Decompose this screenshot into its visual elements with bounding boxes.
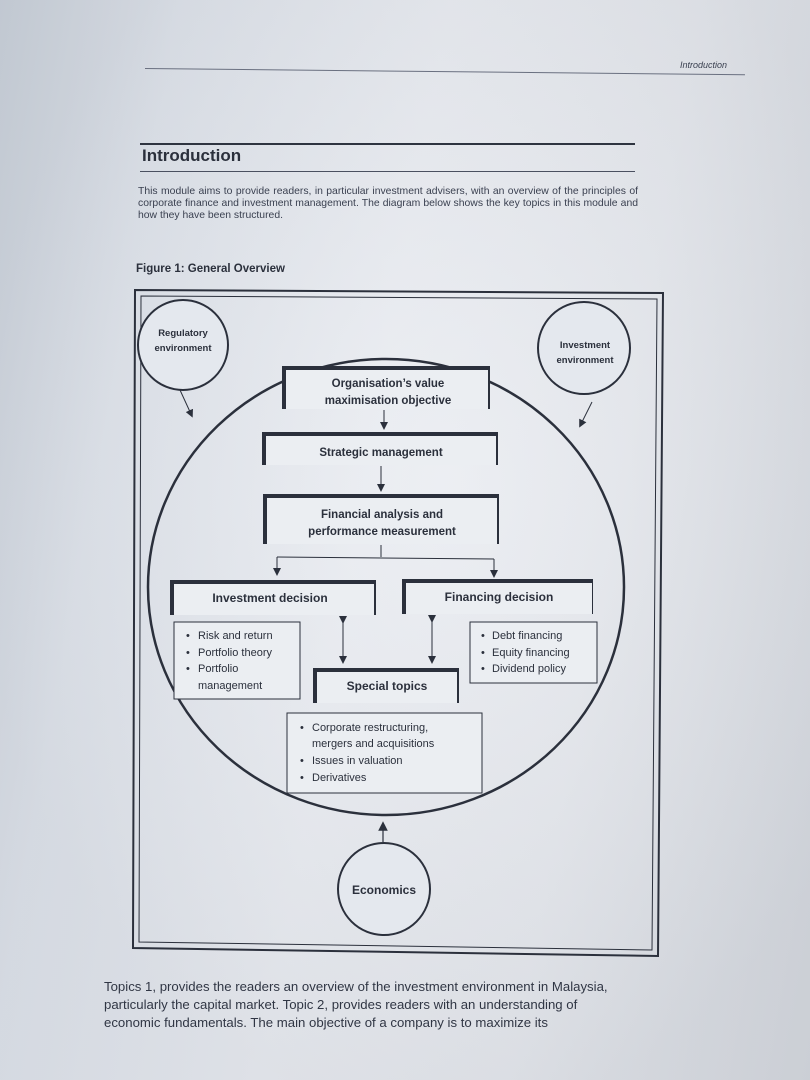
financial-analysis-line-2: performance measurement [308, 526, 456, 538]
economics-node: Economics [337, 842, 431, 936]
strategic-management-label: Strategic management [319, 447, 443, 459]
section-title: Introduction [142, 146, 242, 165]
running-head: Introduction [680, 60, 728, 70]
economics-label: Economics [352, 883, 416, 897]
svg-text:•: • [300, 722, 304, 734]
svg-text:•: • [300, 755, 304, 767]
value-objective-line-1: Organisation’s value [332, 378, 445, 390]
investment-environment-node: Investment environment [537, 301, 631, 395]
svg-text:•: • [481, 647, 485, 659]
financial-analysis-box: Financial analysis and performance measu… [263, 494, 499, 544]
value-objective-box: Organisation’s value maximisation object… [282, 366, 490, 409]
value-objective-line-2: maximisation objective [325, 395, 452, 407]
svg-text:•: • [186, 647, 190, 659]
investment-env-label-2: environment [556, 355, 614, 366]
special-bullet-3: Derivatives [312, 772, 367, 784]
financing-bullet-2: Equity financing [492, 647, 570, 659]
investment-decision-box: Investment decision [170, 580, 376, 615]
special-bullet-1: Corporate restructuring, [312, 722, 428, 734]
special-topics-box: Special topics [313, 668, 459, 703]
investment-env-arrow [579, 401, 593, 428]
intro-paragraph: This module aims to provide readers, in … [138, 186, 638, 221]
svg-text:•: • [300, 772, 304, 784]
body-line-1: Topics 1, provides the readers an overvi… [104, 979, 608, 994]
section-rule-top [140, 143, 635, 145]
investment-bullet-2: Portfolio theory [198, 647, 272, 659]
svg-text:•: • [481, 663, 485, 675]
financial-analysis-line-1: Financial analysis and [321, 509, 443, 521]
figure-caption: Figure 1: General Overview [136, 263, 285, 275]
svg-text:•: • [186, 663, 190, 675]
regulatory-arrow [179, 389, 193, 418]
svg-text:•: • [186, 630, 190, 642]
regulatory-label-1: Regulatory [158, 328, 208, 339]
special-bullet-1-cont: mergers and acquisitions [312, 738, 435, 750]
body-paragraph: Topics 1, provides the readers an overvi… [104, 978, 664, 1032]
financing-decision-label: Financing decision [445, 590, 554, 604]
investment-bullet-3: Portfolio [198, 663, 238, 675]
financing-decision-box: Financing decision [402, 579, 593, 614]
special-topics-label: Special topics [347, 679, 428, 693]
special-bullet-2: Issues in valuation [312, 755, 403, 767]
section-rule-bottom [140, 171, 635, 172]
investment-decision-label: Investment decision [212, 591, 327, 605]
decision-split-connector [273, 545, 498, 578]
regulatory-environment-node: Regulatory environment [137, 299, 229, 391]
strategic-management-box: Strategic management [262, 432, 498, 465]
investment-bullet-1: Risk and return [198, 630, 273, 642]
body-line-2: particularly the capital market. Topic 2… [104, 997, 578, 1012]
main-circle [146, 357, 626, 817]
diagram-frame [131, 288, 665, 958]
body-line-3: economic fundamentals. The main objectiv… [104, 1015, 548, 1030]
financing-topics-box: • Debt financing • Equity financing • Di… [469, 621, 598, 684]
investment-topics-box: • Risk and return • Portfolio theory • P… [173, 621, 301, 700]
svg-text:•: • [481, 630, 485, 642]
regulatory-label-2: environment [154, 343, 212, 354]
investment-env-label-1: Investment [560, 340, 611, 351]
special-topics-bullets-box: • Corporate restructuring, mergers and a… [286, 712, 483, 794]
financing-bullet-3: Dividend policy [492, 663, 566, 675]
investment-bullet-3-cont: management [198, 680, 262, 692]
financing-bullet-1: Debt financing [492, 630, 562, 642]
